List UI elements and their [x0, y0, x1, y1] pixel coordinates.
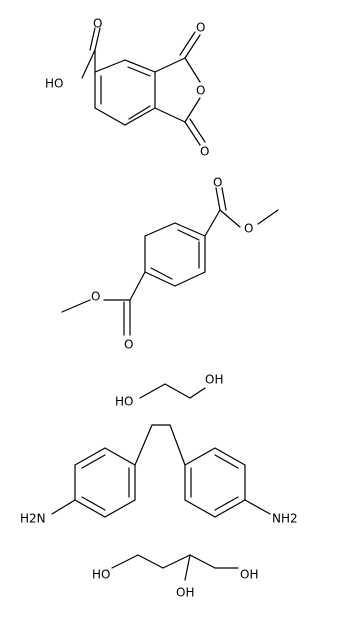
ring-oxygen: O [196, 84, 205, 98]
left-hydroxyl-label: HO [115, 395, 133, 409]
acid-hydroxyl-label: HO [45, 77, 63, 91]
molecule-ethylene-glycol: HO OH [115, 373, 223, 409]
left-hydroxyl-label: HO [92, 568, 110, 582]
right-benzene-ring [184, 447, 246, 518]
carboxylic-acid-group [81, 27, 101, 79]
right-hydroxyl-label: OH [205, 373, 223, 387]
bottom-ester-group [61, 271, 146, 336]
molecule-dimethyl-terephthalate: O O O O [61, 176, 279, 352]
benzene-ring [144, 222, 206, 287]
top-carbonyl-oxygen: O [213, 176, 222, 190]
left-amine-label: H2N [20, 512, 46, 526]
acid-carbonyl-oxygen: O [93, 17, 102, 31]
top-carbonyl-oxygen: O [196, 21, 205, 35]
molecule-glycerol: HO OH OH [92, 554, 258, 600]
top-ester-group [204, 187, 279, 237]
left-benzene-ring [74, 447, 136, 518]
middle-hydroxyl-label: OH [176, 586, 194, 600]
bottom-carbonyl-oxygen: O [200, 145, 209, 159]
right-hydroxyl-label: OH [240, 568, 258, 582]
molecule-trimellitic-anhydride: O HO O O O [45, 17, 209, 159]
bottom-carbonyl-oxygen: O [124, 338, 133, 352]
methylene-bridge [134, 424, 186, 466]
bottom-ester-oxygen: O [91, 290, 100, 304]
right-amine-label: NH2 [272, 512, 298, 526]
benzene-ring [94, 59, 156, 126]
anhydride-ring [154, 31, 206, 146]
molecule-methylenedianiline: H2N NH2 [20, 424, 298, 526]
top-ester-oxygen: O [244, 222, 253, 236]
